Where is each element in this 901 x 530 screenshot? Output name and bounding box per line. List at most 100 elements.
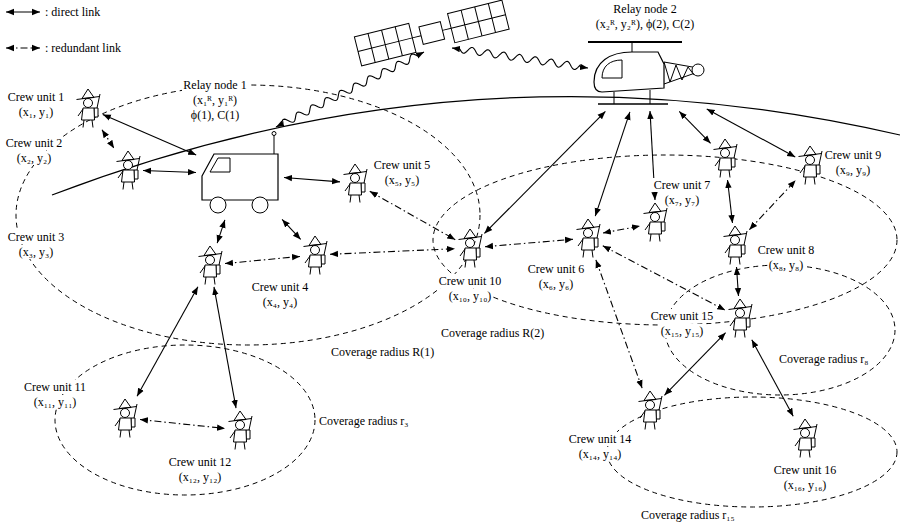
legend-text: : redundant link: [44, 41, 122, 55]
coverage-label: Coverage radius r₁₅: [640, 508, 736, 522]
radio-antenna: [479, 234, 482, 248]
icon: [580, 38, 705, 110]
hat-brim: [114, 407, 137, 410]
redundant-link: [603, 226, 640, 233]
radio-antenna: [819, 151, 822, 165]
crew-unit: Crew unit 2(x₂, y₂): [115, 150, 141, 190]
wheel: [252, 197, 268, 213]
tail-rotor: [692, 64, 704, 76]
unit-name: Crew unit 10: [438, 274, 503, 288]
head: [646, 401, 655, 410]
unit-parameters: (x₁₄, y₁₄): [578, 447, 623, 461]
icon: [75, 88, 101, 128]
panel-grid: [354, 23, 416, 66]
antenna: [274, 135, 275, 154]
crew-unit: Crew unit 4(x₄, y₄): [302, 235, 328, 275]
body: [719, 158, 732, 170]
unit-parameters: (x₁₀, y₁₀): [448, 289, 493, 303]
hat-brim: [304, 244, 327, 247]
head: [121, 409, 130, 418]
crew-unit: Crew unit 3(x₃, y₃): [197, 245, 223, 285]
legend-sample-dashdot: [6, 47, 40, 48]
head: [651, 213, 660, 222]
coverage-label: Coverage radius r₈: [778, 352, 869, 366]
direct-link: [143, 171, 196, 173]
coverage-area: [433, 155, 897, 325]
solar-panel: [448, 0, 510, 43]
head: [801, 429, 810, 438]
hat-brim: [577, 227, 600, 230]
body: [649, 222, 662, 234]
legs: [235, 442, 245, 450]
unit-parameters: (x₆, y₆): [538, 277, 574, 291]
satellite: [354, 0, 509, 66]
skid: [598, 103, 668, 105]
unit-parameters: (x₂ᴿ, y₂ᴿ), ϕ(2), C(2): [595, 17, 696, 31]
hat-brim: [794, 427, 817, 430]
body: [464, 248, 477, 260]
unit-name: Crew unit 7: [653, 178, 712, 192]
arm: [115, 419, 120, 426]
redundant-link: [603, 246, 725, 310]
relay-truck: Relay node 1(x₁ᴿ, y₁ᴿ)ϕ(1), C(1): [198, 130, 282, 218]
direct-link: [679, 111, 710, 143]
legs: [720, 170, 730, 178]
icon: [712, 138, 738, 178]
arm: [725, 246, 730, 253]
icon: [797, 145, 823, 185]
head: [351, 174, 360, 183]
legs: [350, 195, 360, 203]
unit-name: Crew unit 2: [5, 136, 64, 150]
arm: [640, 411, 645, 418]
unit-name: Crew unit 15: [650, 309, 715, 323]
rotor-mast: [632, 42, 633, 52]
arm: [305, 256, 310, 263]
head: [584, 229, 593, 238]
body: [804, 165, 817, 177]
direct-link: [664, 333, 725, 396]
radio-antenna: [744, 231, 747, 245]
helicopter-body: [594, 52, 664, 92]
satellite-body: [419, 22, 445, 45]
head: [731, 236, 740, 245]
icon: [722, 225, 748, 265]
arm: [715, 159, 720, 166]
arm: [345, 184, 350, 191]
unit-name: Crew unit 4: [251, 280, 310, 294]
hat-brim: [229, 419, 252, 422]
body: [582, 238, 595, 250]
direct-link: [284, 177, 340, 181]
hat-brim: [644, 211, 667, 214]
direct-link: [707, 109, 795, 157]
redundant-link: [596, 260, 642, 388]
radio-antenna: [749, 304, 752, 318]
coverage-label: Coverage radius R(2): [440, 326, 545, 340]
direct-link: [728, 180, 733, 223]
unit-name: Crew unit 6: [527, 262, 586, 276]
hat-brim: [714, 147, 737, 150]
unit-parameters: (x₁ᴿ, y₁ᴿ): [192, 93, 238, 107]
unit-name: Crew unit 9: [824, 148, 883, 162]
radio-antenna: [97, 94, 100, 108]
redundant-link: [140, 420, 225, 429]
arm: [230, 431, 235, 438]
arm: [460, 249, 465, 256]
icon: [302, 235, 328, 275]
arm: [118, 171, 123, 178]
unit-parameters: (x₁₂, y₁₂): [178, 470, 223, 484]
crew-unit: Crew unit 16(x₁₆, y₁₆): [792, 418, 818, 458]
unit-parameters: (x₅, y₅): [384, 173, 420, 187]
crew-unit: Crew unit 10(x₁₀, y₁₀): [457, 228, 483, 268]
arm: [200, 266, 205, 273]
truck-body: [202, 154, 278, 200]
unit-name: Crew unit 11: [23, 380, 87, 394]
unit-name: Crew unit 1: [7, 90, 66, 104]
panel-grid: [448, 0, 510, 43]
crew-unit: Crew unit 1(x₁, y₁): [75, 88, 101, 128]
hat-brim: [459, 237, 482, 240]
unit-parameters: (x₁₅, y₁₅): [660, 324, 705, 338]
unit-name: Crew unit 14: [568, 432, 633, 446]
crew-unit: Crew unit 15(x₁₅, y₁₅): [727, 298, 753, 338]
